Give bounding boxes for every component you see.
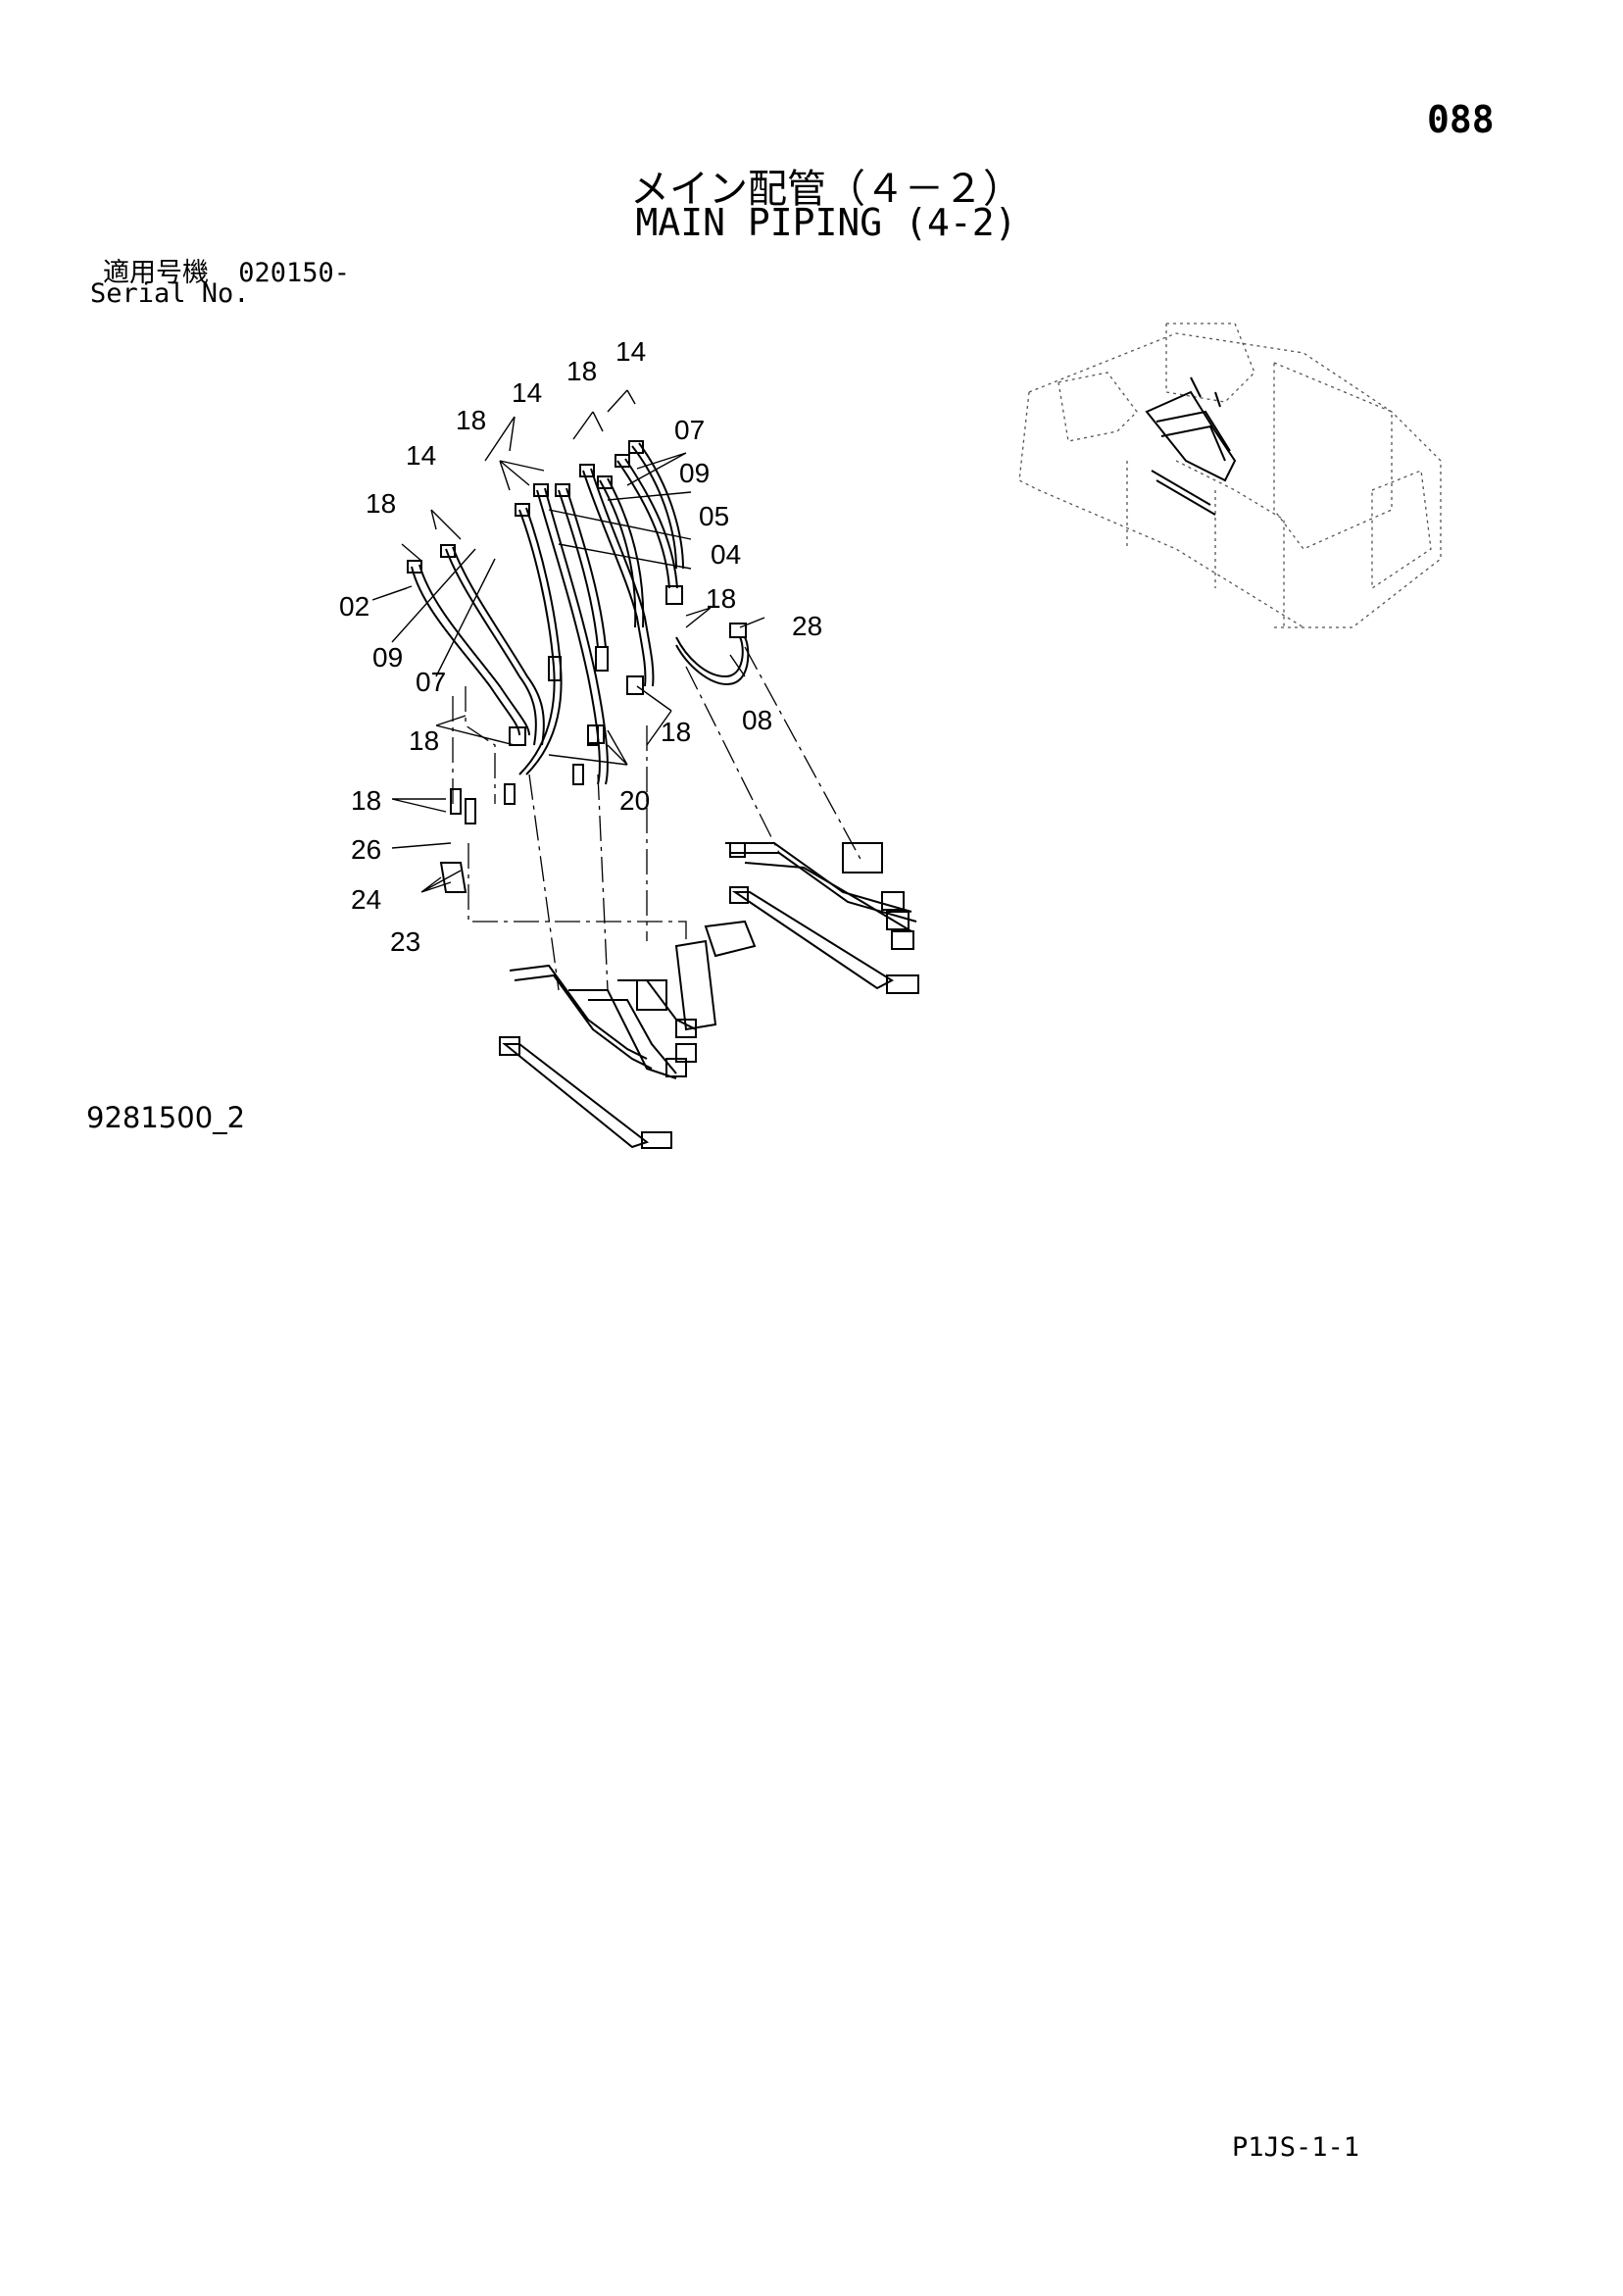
callout-label: 18 — [456, 405, 486, 435]
callout-label: 18 — [351, 785, 381, 816]
callout-label: 18 — [566, 356, 597, 386]
page-title-jp: メイン配管（４－２） — [630, 167, 1022, 212]
callout-label: 07 — [416, 667, 446, 697]
serial-row: 適用号機 020150- — [103, 251, 364, 289]
callout-label: 09 — [372, 642, 403, 673]
callout-label: 18 — [366, 488, 396, 519]
serial-value: 020150- — [238, 258, 351, 288]
callout-label: 18 — [706, 583, 736, 614]
callout-label: 20 — [619, 785, 650, 816]
callout-label: 14 — [512, 377, 542, 408]
callout-label: 09 — [679, 458, 710, 488]
callout-label: 14 — [615, 336, 646, 367]
callout-label: 05 — [699, 501, 729, 531]
page-title-en: MAIN PIPING (4-2) — [635, 201, 1017, 244]
serial-label-jp: 適用号機 — [103, 258, 209, 288]
page-number: 088 — [1427, 98, 1495, 141]
callout-labels: 14 18 14 18 14 18 07 09 05 04 18 02 09 0… — [339, 336, 822, 957]
callout-label: 07 — [674, 415, 705, 445]
footer-code: P1JS-1-1 — [1232, 2132, 1360, 2163]
drawing-code: 9281500_2 — [86, 1101, 246, 1134]
callout-label: 26 — [351, 834, 381, 865]
callout-label: 28 — [792, 611, 822, 641]
hose-assembly-drawing — [371, 389, 919, 1149]
callout-label: 18 — [661, 717, 691, 747]
serial-label-en: Serial No. — [90, 278, 250, 309]
machine-location-sketch — [1018, 323, 1442, 628]
callout-label: 23 — [390, 926, 420, 957]
callout-label: 08 — [742, 705, 772, 735]
callout-label: 14 — [406, 440, 436, 471]
callout-label: 04 — [711, 539, 741, 570]
callout-label: 18 — [409, 725, 439, 756]
callout-label: 24 — [351, 884, 381, 915]
callout-label: 02 — [339, 591, 369, 622]
